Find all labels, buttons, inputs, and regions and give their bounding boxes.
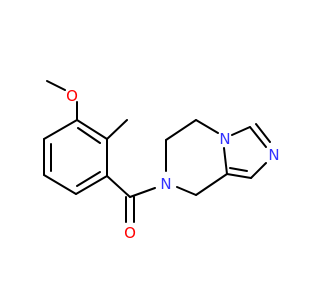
bond-carbonyl-n: [129, 187, 156, 198]
bond-ring-inner-3: [77, 127, 101, 144]
bond-ch2-ch2-upper: [165, 119, 197, 141]
bond-ring-methyl: [106, 119, 128, 140]
bond-ring-carbonyl: [106, 175, 131, 198]
atom-nitrogen-bridgehead: N: [219, 130, 230, 148]
bond-c8a-ch2: [195, 173, 228, 196]
bond-ch2-n-amide: [176, 186, 197, 196]
bond-ring-c6-c1: [76, 119, 108, 140]
molecule-structure: O O N N N: [43, 80, 280, 242]
bond-c4-c8a-double: [229, 167, 248, 172]
atom-oxygen-carbonyl: O: [124, 224, 136, 242]
atom-nitrogen-imidazole: N: [268, 146, 279, 164]
bond-ring-inner-2: [76, 171, 101, 187]
bond-nbridge-c5: [231, 126, 251, 136]
bond-c5-n3-double: [255, 123, 271, 143]
bond-n3-c4: [250, 162, 267, 179]
bond-c5-n3: [249, 126, 267, 148]
bond-ring-c3-c4: [43, 174, 77, 195]
bond-nbridge-c8a: [223, 147, 228, 175]
bond-ch2-nbridge: [195, 119, 219, 134]
bond-ring-c1-c2: [43, 119, 78, 140]
atom-nitrogen-amide: N: [160, 175, 171, 193]
structure-canvas: O O N N N: [43, 80, 280, 242]
atom-oxygen-methoxy: O: [66, 87, 78, 105]
bond-o-methyl: [46, 80, 66, 91]
bond-c4-c8a: [226, 173, 252, 179]
bond-ring-c4-c5: [75, 175, 108, 195]
